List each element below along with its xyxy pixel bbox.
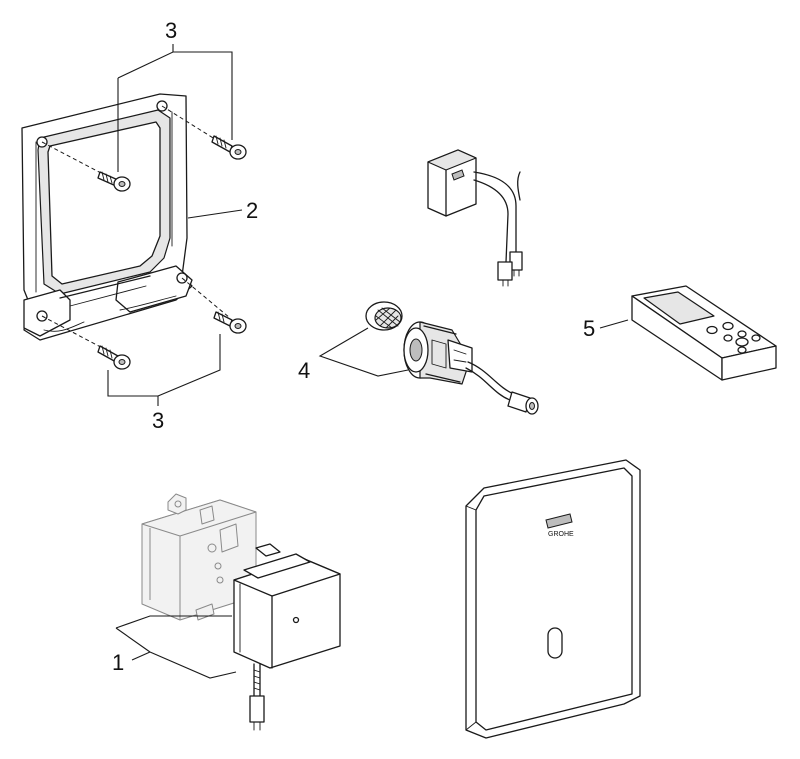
sensor-module	[427, 149, 523, 287]
callout-label-5: 5	[583, 316, 595, 341]
installation-box-ghost	[141, 493, 257, 621]
mounting-frame	[21, 93, 193, 341]
callout-remote-control: 5	[583, 316, 629, 341]
logo-text: GROHE	[548, 531, 574, 538]
screw-bottom-right	[213, 311, 247, 334]
callout-label-1: 1	[112, 650, 124, 675]
callout-screws-bottom: 3	[107, 334, 221, 433]
callout-screws-top: 3	[117, 18, 233, 172]
remote-control	[631, 285, 777, 381]
callout-label-3-bottom: 3	[152, 408, 164, 433]
callout-power-supply: 1	[112, 615, 237, 679]
grohe-logo: GROHE	[545, 513, 574, 538]
screw-top-right	[211, 135, 247, 160]
callout-label-3-top: 3	[165, 18, 177, 43]
callout-flush-valve: 4	[298, 327, 409, 383]
callout-label-4: 4	[298, 358, 310, 383]
callout-frame: 2	[187, 198, 258, 223]
callout-label-2: 2	[246, 198, 258, 223]
cover-plate: GROHE	[465, 459, 641, 739]
flush-valve	[365, 301, 539, 415]
screw-bottom-left	[97, 345, 131, 370]
screw-top-left	[97, 171, 131, 192]
power-supply-unit	[233, 543, 341, 731]
